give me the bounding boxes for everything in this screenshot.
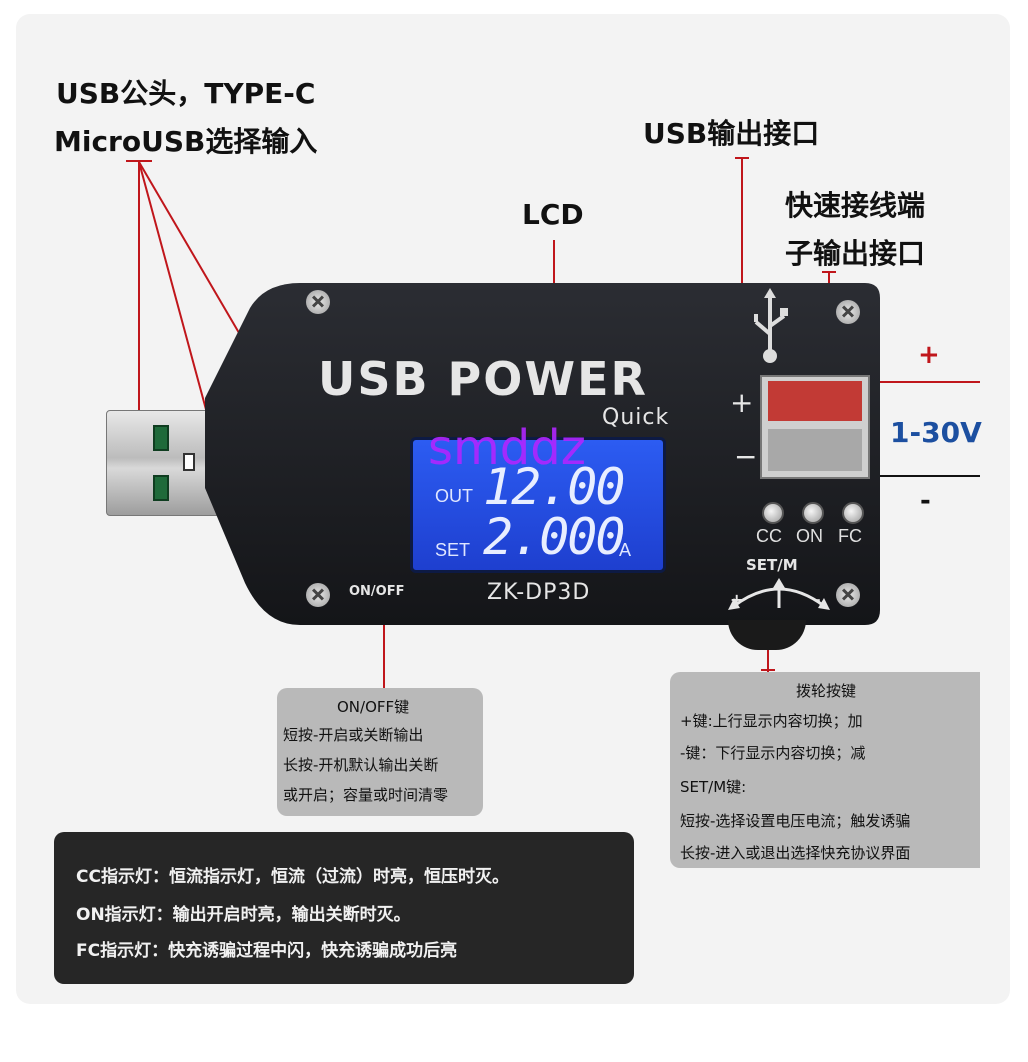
terminal-plus-mark: +: [730, 386, 756, 419]
set-m-label: SET/M: [746, 556, 798, 574]
output-voltage-range: 1-30V: [890, 416, 982, 449]
screw: [306, 290, 330, 314]
onoff-info-panel: ON/OFF键 短按-开启或关断输出 长按-开机默认输出关断 或开启；容量或时间…: [277, 688, 483, 816]
callout-usb-male-line1: USB公头，TYPE-C: [56, 77, 316, 110]
terminal-block[interactable]: [760, 375, 870, 479]
on-led: [802, 502, 824, 524]
lcd-out-label: OUT: [435, 486, 473, 506]
dial-panel-title: 拨轮按键: [796, 682, 857, 700]
lcd-out-value: 12.00: [483, 458, 626, 516]
watermark-text: smddz: [428, 420, 586, 476]
lcd-set-label: SET: [435, 540, 471, 560]
terminal-lever-red[interactable]: [768, 381, 862, 421]
callout-usb-male-line2: MicroUSB选择输入: [54, 125, 318, 158]
callout-usb-output: USB输出接口: [643, 117, 820, 150]
fc-led: [842, 502, 864, 524]
dial-plus-label: +: [730, 590, 744, 609]
onoff-panel-line: 短按-开启或关断输出: [283, 726, 424, 744]
onoff-panel-line: 或开启；容量或时间清零: [283, 786, 449, 804]
indicator-info-panel: CC指示灯：恒流指示灯，恒流（过流）时亮，恒压时灭。 ON指示灯：输出开启时亮，…: [54, 832, 634, 984]
dial-arrows-icon: [728, 578, 830, 610]
screw: [836, 300, 860, 324]
usb-output-icon: [754, 288, 788, 363]
screw: [306, 583, 330, 607]
lcd-screen: OUT 12.00 SET 2.000 A: [410, 437, 666, 573]
cc-led-label: CC: [756, 526, 782, 546]
onoff-button-label[interactable]: ON/OFF: [349, 584, 405, 599]
indicator-line-fc: FC指示灯：快充诱骗过程中闪，快充诱骗成功后亮: [76, 941, 458, 961]
indicator-line-on: ON指示灯：输出开启时亮，输出关断时灭。: [76, 905, 411, 925]
callout-terminal-line1: 快速接线端: [785, 189, 926, 222]
cc-led: [762, 502, 784, 524]
output-plus-label: +: [918, 340, 940, 370]
dial-panel-line: SET/M键:: [680, 778, 747, 796]
indicator-line-cc: CC指示灯：恒流指示灯，恒流（过流）时亮，恒压时灭。: [76, 867, 509, 887]
onoff-panel-title: ON/OFF键: [337, 698, 410, 716]
plug-hole: [183, 453, 195, 471]
plug-contact: [153, 475, 169, 501]
onoff-panel-line: 长按-开机默认输出关断: [283, 756, 439, 774]
model-label: ZK-DP3D: [487, 580, 591, 605]
fc-led-label: FC: [838, 526, 862, 546]
leader-usb-top-bar: [126, 160, 152, 162]
dial-panel-line: +键:上行显示内容切换；加: [680, 712, 863, 730]
dial-panel-line: 长按-进入或退出选择快充协议界面: [680, 844, 911, 862]
callout-lcd: LCD: [522, 198, 584, 231]
terminal-lever-grey[interactable]: [768, 429, 862, 471]
terminal-minus-mark: −: [734, 440, 760, 473]
dial-panel-line: 短按-选择设置电压电流；触发诱骗: [680, 812, 911, 830]
brand-title: USB POWER: [318, 352, 648, 406]
usb-a-plug: [106, 410, 220, 516]
dial-minus-label: -: [814, 590, 821, 609]
callout-terminal-line2: 子输出接口: [785, 237, 926, 270]
dial-info-panel: 拨轮按键 +键:上行显示内容切换；加 -键：下行显示内容切换；减 SET/M键:…: [670, 672, 980, 868]
lcd-set-unit: A: [619, 540, 632, 560]
on-led-label: ON: [796, 526, 823, 546]
plug-contact: [153, 425, 169, 451]
dial-panel-line: -键：下行显示内容切换；减: [680, 744, 866, 762]
screw: [836, 583, 860, 607]
brand-subtitle: Quick: [602, 405, 670, 430]
lcd-set-value: 2.000: [483, 508, 626, 566]
output-minus-label: -: [920, 486, 931, 516]
